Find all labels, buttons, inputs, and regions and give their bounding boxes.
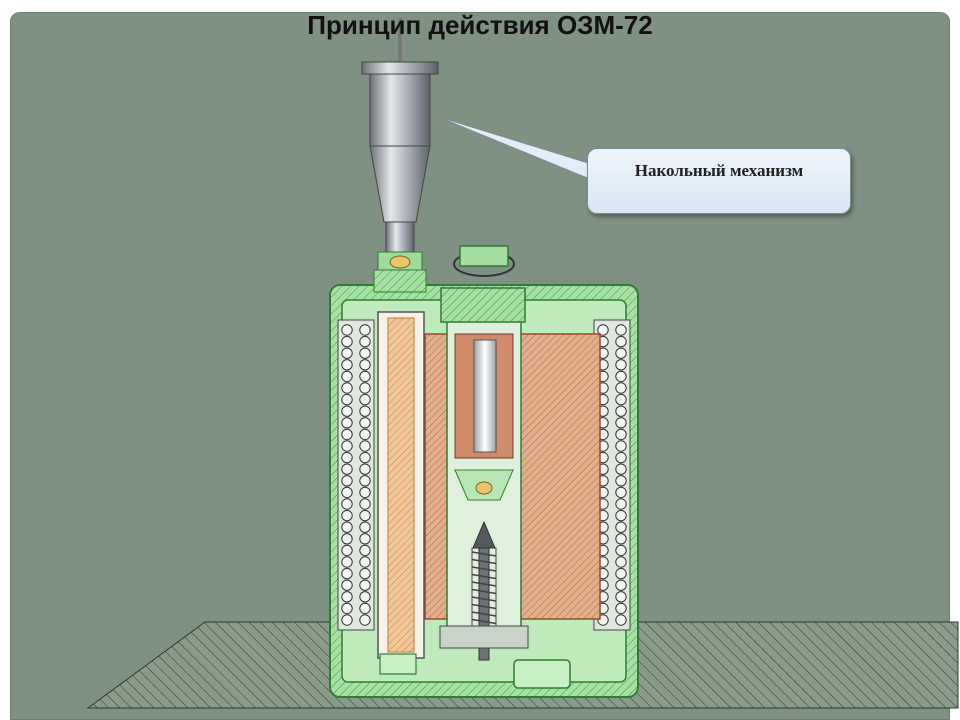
fragment-ball <box>615 556 627 568</box>
fragment-ball <box>359 533 371 545</box>
fragment-ball <box>341 544 353 557</box>
fragment-ball <box>615 614 627 626</box>
fragment-ball <box>341 486 353 499</box>
fragment-ball <box>341 591 353 603</box>
fragment-ball <box>615 440 627 452</box>
fragment-ball <box>359 440 371 452</box>
fragment-ball <box>359 544 371 557</box>
fragment-ball <box>359 347 371 359</box>
fragment-ball <box>615 382 627 394</box>
fragment-ball <box>341 417 353 429</box>
fragment-ball <box>359 359 371 371</box>
fragment-ball <box>359 521 371 533</box>
fragment-ball <box>359 393 371 406</box>
fragment-ball <box>615 335 627 348</box>
fragment-ball <box>341 428 353 441</box>
fragment-ball <box>615 544 627 557</box>
fragment-ball <box>359 335 371 348</box>
page-title: Принцип действия ОЗМ-72 <box>307 10 653 40</box>
fragment-ball <box>341 533 353 545</box>
fragment-ball <box>615 475 627 487</box>
fragment-ball <box>341 382 353 394</box>
fragment-ball <box>341 393 353 406</box>
fragment-ball <box>359 567 371 580</box>
fragment-ball <box>359 602 371 615</box>
spring-coil <box>471 618 497 625</box>
fragment-ball <box>615 533 627 545</box>
fragment-ball <box>615 498 627 510</box>
fragment-ball <box>359 428 371 441</box>
fragment-ball <box>615 521 627 533</box>
fragment-ball <box>359 614 371 626</box>
fragment-ball <box>341 602 353 615</box>
fragment-ball <box>615 347 627 359</box>
fragment-ball <box>341 405 353 417</box>
fragment-ball <box>359 382 371 394</box>
fragment-ball <box>341 463 353 475</box>
fragment-ball <box>359 498 371 510</box>
spring-coil <box>471 611 497 617</box>
fragment-ball <box>341 509 353 522</box>
fragment-ball <box>615 393 627 406</box>
fragment-ball <box>359 463 371 475</box>
fragment-ball <box>359 475 371 487</box>
callout-label: Накольный механизм <box>634 161 804 180</box>
fragment-ball <box>615 486 627 499</box>
fragment-ball <box>359 486 371 499</box>
fragment-ball <box>359 405 371 417</box>
fragment-ball <box>615 370 627 383</box>
fragment-ball <box>341 370 353 383</box>
fragment-ball <box>615 405 627 417</box>
spring-coil <box>471 566 497 572</box>
fragment-ball <box>359 591 371 603</box>
fragment-ball <box>341 614 353 626</box>
fragment-ball <box>359 417 371 429</box>
spring-coil <box>471 588 497 595</box>
fragment-ball <box>615 602 627 615</box>
fragment-ball <box>615 567 627 580</box>
fragment-ball <box>597 324 609 336</box>
fragment-ball <box>615 591 627 603</box>
fragments-left <box>337 319 375 631</box>
fragment-ball <box>615 579 627 591</box>
fragment-ball <box>341 451 353 464</box>
fragment-ball <box>615 324 627 336</box>
fragment-ball <box>341 475 353 487</box>
fragment-ball <box>341 335 353 348</box>
fragment-ball <box>341 567 353 580</box>
fragment-ball <box>341 347 353 359</box>
fragment-ball <box>341 579 353 591</box>
fragment-ball <box>341 556 353 568</box>
fuze-striker-mechanism-icon <box>361 18 439 293</box>
fragment-ball <box>341 440 353 452</box>
fragment-ball <box>615 417 627 429</box>
spring-coil <box>471 573 497 580</box>
spring-coil <box>471 558 497 565</box>
spring-coil <box>471 581 497 587</box>
fragment-ball <box>615 359 627 371</box>
fragment-ball <box>341 498 353 510</box>
fragment-ball <box>615 451 627 464</box>
fragment-ball <box>359 451 371 464</box>
fragment-ball <box>359 579 371 591</box>
fragment-ball <box>341 359 353 371</box>
spring-coil <box>471 603 497 610</box>
spring-coil <box>471 551 497 557</box>
fragment-ball <box>359 509 371 522</box>
fragment-ball <box>341 324 353 336</box>
callout-box: Накольный механизм <box>587 148 851 214</box>
spring-coil <box>471 596 497 602</box>
fragment-ball <box>359 370 371 383</box>
fragment-ball <box>615 428 627 441</box>
fragment-ball <box>615 463 627 475</box>
fragment-ball <box>359 324 371 336</box>
fragment-ball <box>359 556 371 568</box>
fragment-ball <box>615 509 627 522</box>
fragment-ball <box>341 521 353 533</box>
